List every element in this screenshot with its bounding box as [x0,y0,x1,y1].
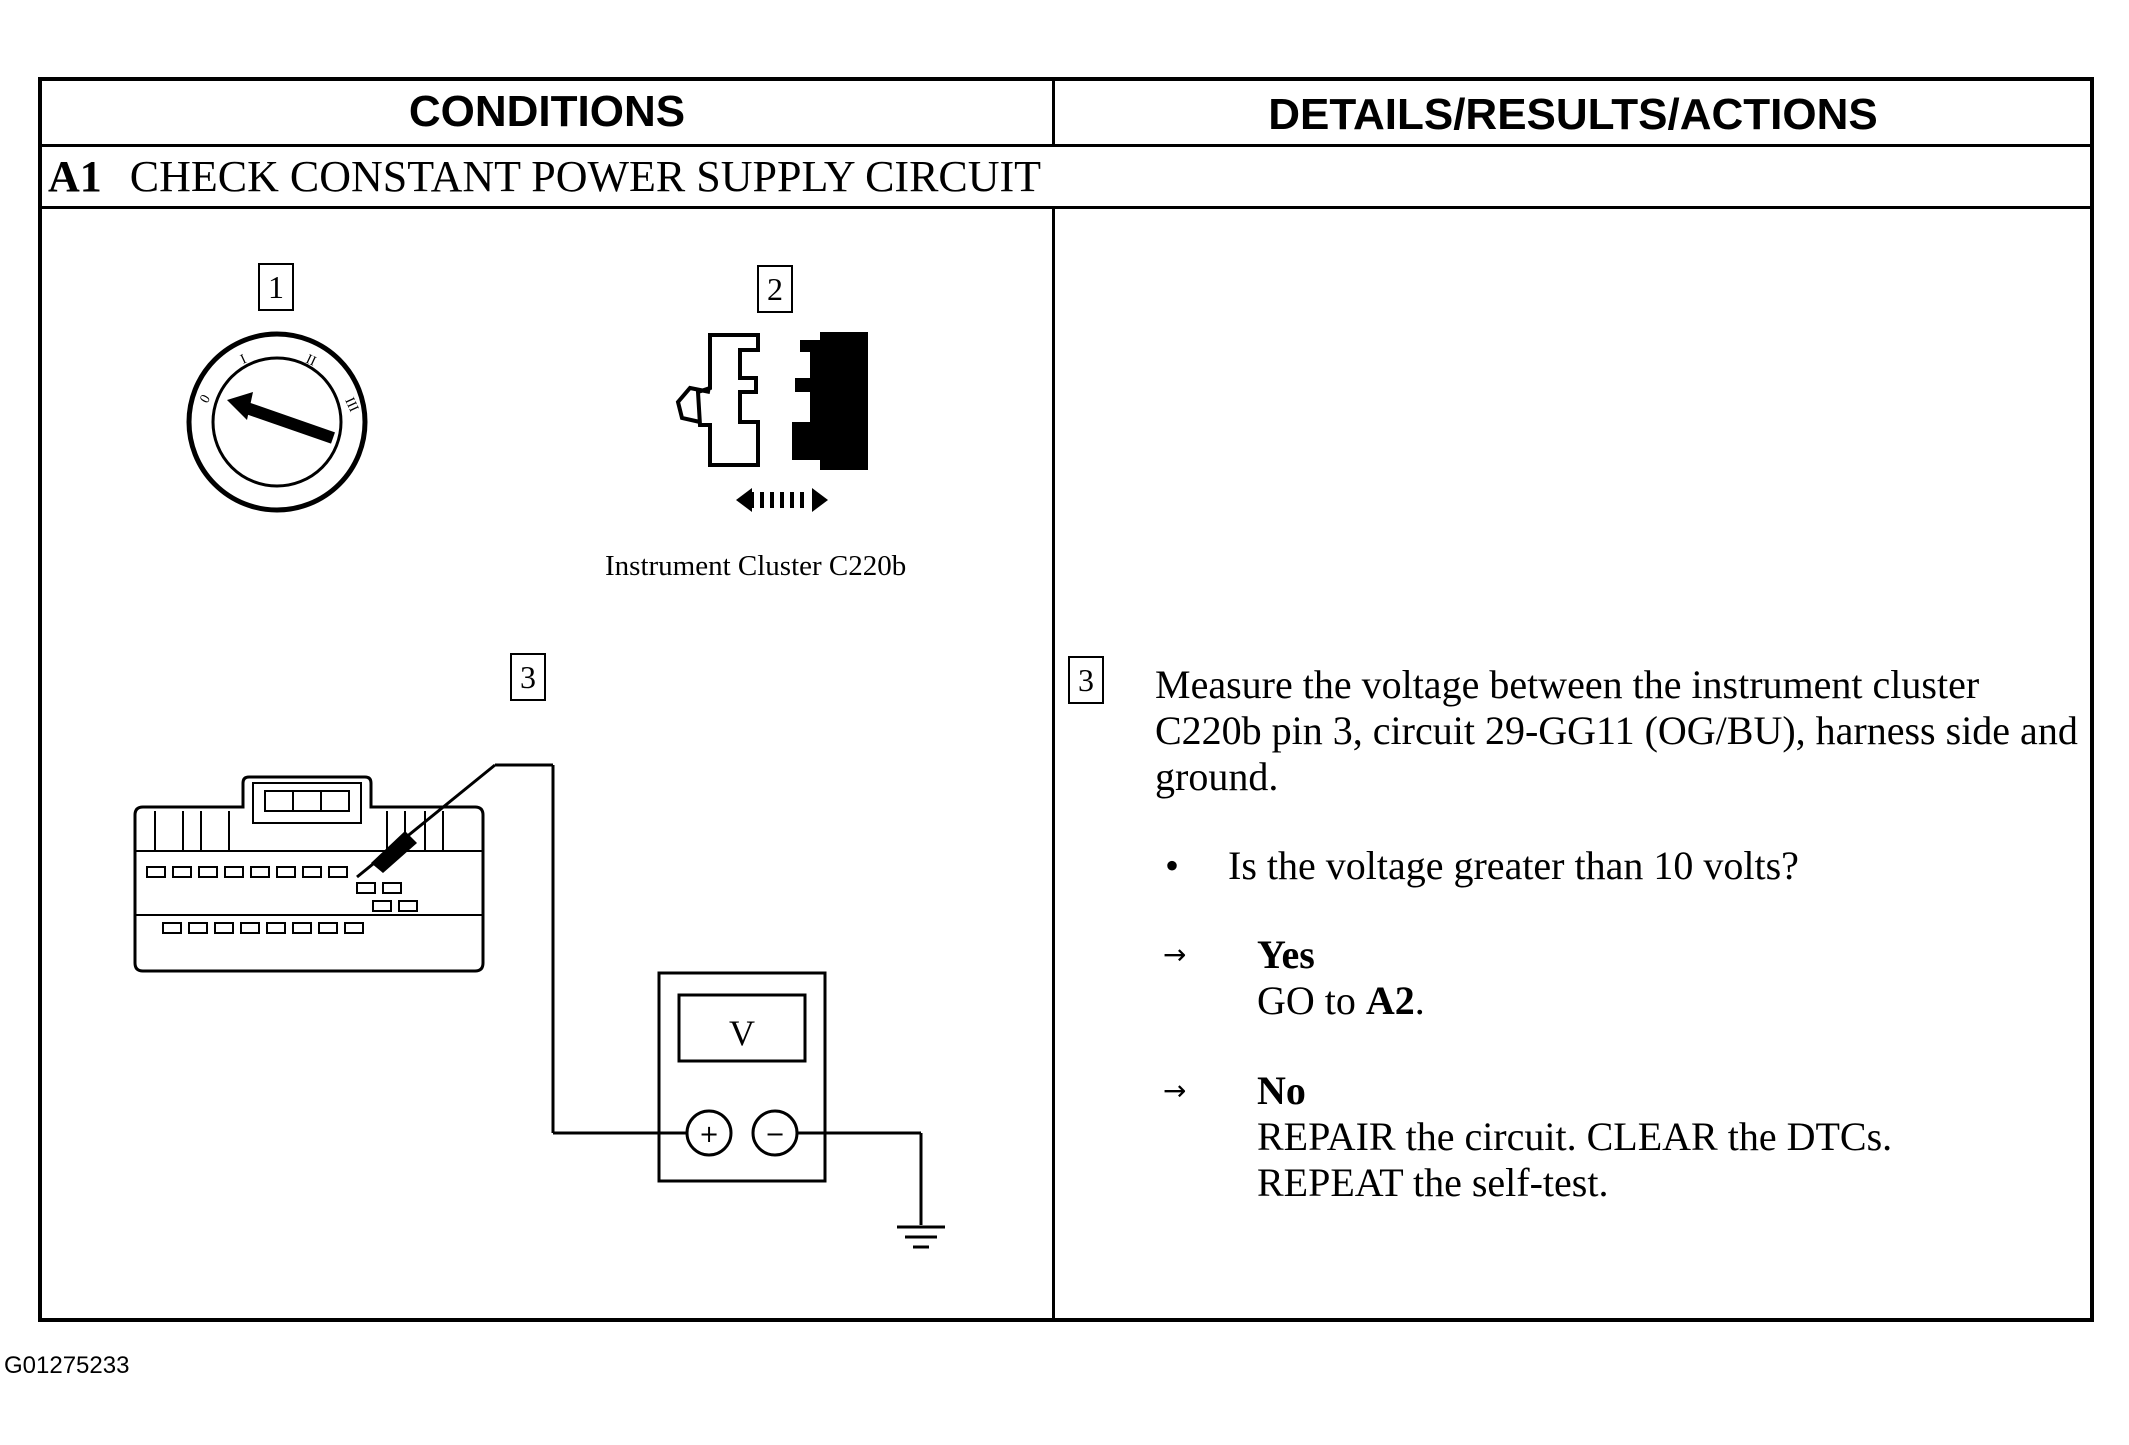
meter-display-label: V [729,1013,755,1053]
column-divider-top [1052,81,1055,145]
connector-disconnect-icon [675,332,868,512]
conditions-header: CONDITIONS [408,87,686,136]
meter-plus-terminal: + [699,1120,719,1148]
meter-minus-terminal: − [765,1120,785,1148]
figure-1-number: 1 [258,263,294,311]
yes-answer: Yes GO to A2. [1257,932,1425,1024]
no-action-line-2: REPEAT the self-test. [1257,1160,1609,1205]
ignition-position-2: II [303,352,318,370]
details-step-number: 3 [1068,656,1104,704]
step-title: CHECK CONSTANT POWER SUPPLY CIRCUIT [129,152,1042,201]
question-bullet: • [1165,843,1180,888]
ignition-position-0: 0 [197,392,213,406]
no-label: No [1257,1068,1306,1113]
ignition-switch-icon: 0 I II III [186,331,368,513]
yes-action-prefix: GO to [1257,978,1366,1023]
figure-3-number: 3 [510,653,546,701]
yes-action-suffix: . [1414,978,1425,1023]
figure-2-number: 2 [757,265,793,313]
ignition-position-1: I [238,352,249,368]
step-row: A1 CHECK CONSTANT POWER SUPPLY CIRCUIT [48,151,1041,202]
diagnostic-table: CONDITIONS DETAILS/RESULTS/ACTIONS A1 CHE… [38,77,2094,1322]
yes-action: GO to A2. [1257,978,1425,1024]
yes-label: Yes [1257,932,1315,977]
no-action-line-1: REPAIR the circuit. CLEAR the DTCs. [1257,1114,1893,1159]
no-arrow-icon: → [1163,1074,1187,1107]
details-header: DETAILS/RESULTS/ACTIONS [1268,90,1878,139]
ignition-position-3: III [341,395,361,414]
column-divider [1052,207,1055,1322]
no-answer: No REPAIR the circuit. CLEAR the DTCs. R… [1257,1068,1892,1206]
figure-id: G01275233 [4,1352,130,1379]
details-instruction: Measure the voltage between the instrume… [1155,662,2078,799]
step-id: A1 [48,152,102,201]
connector-caption: Instrument Cluster C220b [605,550,907,582]
voltmeter-test-diagram: V + − [133,763,945,1249]
header-divider [42,144,2090,147]
yes-arrow-icon: → [1163,938,1187,971]
step-divider [42,206,2090,209]
details-question: Is the voltage greater than 10 volts? [1228,843,1799,888]
yes-action-target: A2 [1365,978,1415,1023]
